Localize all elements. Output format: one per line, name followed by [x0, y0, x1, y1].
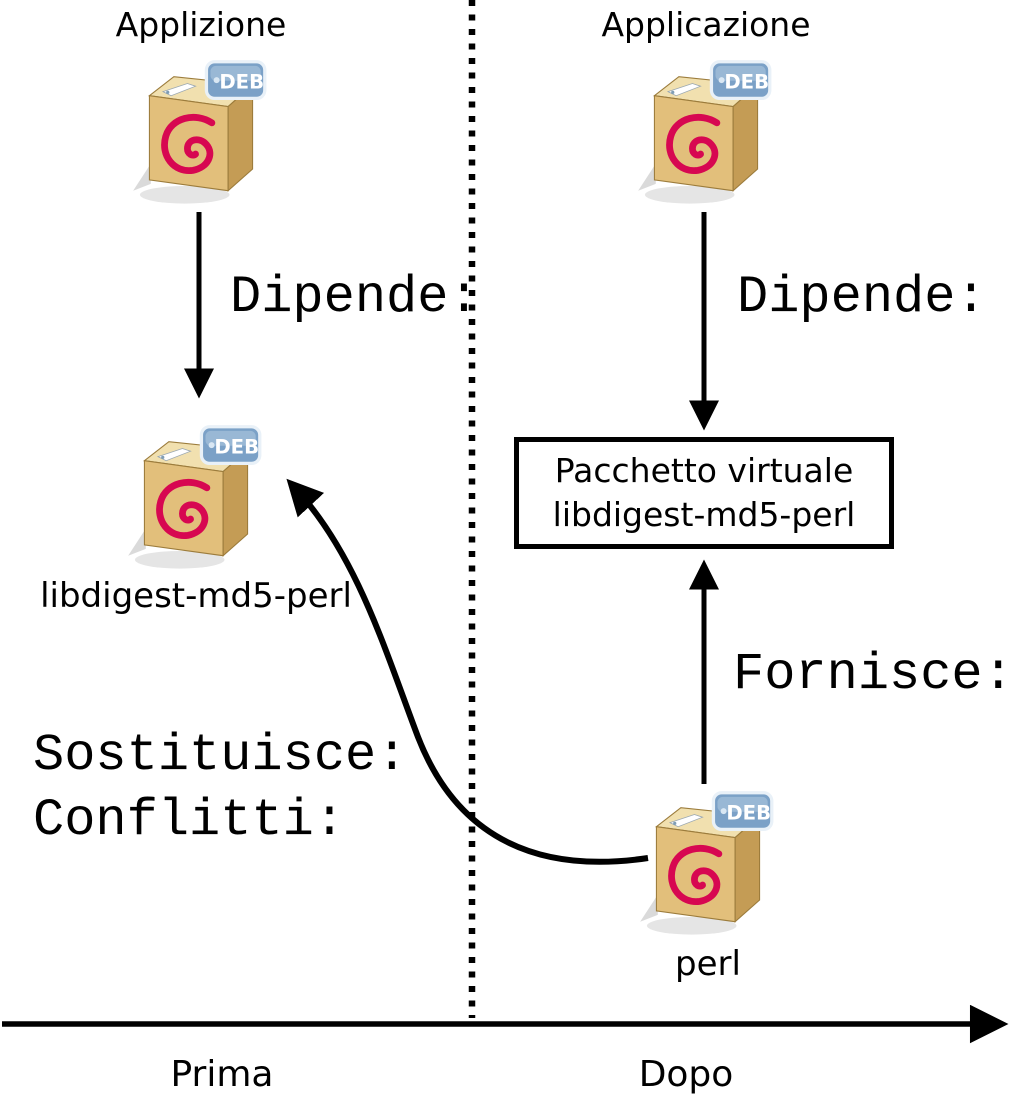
package-box: DEB — [638, 60, 772, 204]
box-handle-slot — [156, 448, 192, 462]
right-depends-label: Dipende: — [737, 268, 987, 327]
deb-badge: DEB — [199, 425, 262, 466]
package-shadow — [134, 550, 225, 569]
replaces-conflicts-arrow — [286, 478, 649, 865]
replaces-label: Sostituisce: — [33, 726, 408, 785]
deb-badge: DEB — [711, 791, 774, 832]
right-column-title: Applicazione — [601, 5, 811, 44]
perl-package-label: perl — [675, 944, 741, 984]
package-shadow — [646, 916, 737, 935]
deb-badge-label: DEB — [724, 70, 769, 93]
deb-package-icon-libdigest: DEB — [128, 425, 262, 569]
box-handle-slot — [161, 83, 197, 97]
left-column-title: Applizione — [115, 5, 287, 44]
timeline-before-label: Prima — [170, 1054, 274, 1095]
deb-badge-label: DEB — [726, 801, 771, 824]
provides-label: Fornisce: — [733, 645, 1014, 704]
left-depends-label: Dipende: — [230, 268, 480, 327]
package-box: DEB — [128, 425, 262, 569]
deb-badge-label: DEB — [219, 70, 264, 93]
deb-badge: DEB — [709, 60, 772, 101]
conflicts-label: Conflitti: — [33, 791, 346, 850]
deb-badge-label: DEB — [214, 435, 259, 458]
virtual-package-line1: Pacchetto virtuale — [554, 451, 854, 491]
libdigest-package-label: libdigest-md5-perl — [40, 576, 352, 616]
debian-swirl-icon — [161, 113, 216, 174]
box-handle-slot — [668, 814, 704, 828]
package-shadow — [139, 185, 230, 204]
deb-package-icon-left-app: DEB — [133, 60, 267, 204]
deb-package-icon-right-app: DEB — [638, 60, 772, 204]
deb-package-icon-perl: DEB — [640, 791, 774, 935]
virtual-package-line2: libdigest-md5-perl — [552, 495, 856, 534]
box-handle-slot — [666, 83, 702, 97]
debian-swirl-icon — [668, 844, 723, 905]
package-shadow — [644, 185, 735, 204]
debian-swirl-icon — [156, 478, 211, 539]
virtual-package-box: Pacchetto virtuale libdigest-md5-perl — [514, 437, 894, 549]
package-box: DEB — [640, 791, 774, 935]
package-box: DEB — [133, 60, 267, 204]
debian-swirl-icon — [666, 113, 721, 174]
deb-badge: DEB — [204, 60, 267, 101]
timeline-after-label: Dopo — [638, 1054, 734, 1095]
